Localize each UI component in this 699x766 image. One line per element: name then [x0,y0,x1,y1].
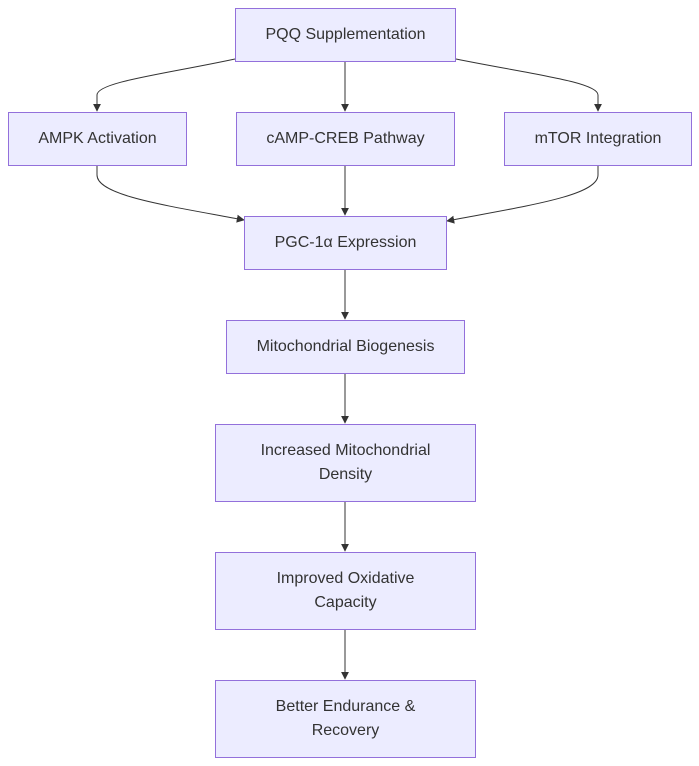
edge-pqq-to-mtor [455,58,602,112]
node-improved-oxidative-capacity: Improved Oxidative Capacity [215,552,476,630]
edge-mtor-to-pgc [446,166,599,224]
node-label: PGC-1α Expression [274,234,417,251]
node-ampk-activation: AMPK Activation [8,112,187,166]
node-camp-creb-pathway: cAMP-CREB Pathway [236,112,455,166]
node-label: cAMP-CREB Pathway [266,130,425,147]
node-increased-mitochondrial-density: Increased Mitochondrial Density [215,424,476,502]
node-label: Improved Oxidative Capacity [276,570,415,611]
node-better-endurance-recovery: Better Endurance & Recovery [215,680,476,758]
node-mtor-integration: mTOR Integration [504,112,692,166]
node-label: Increased Mitochondrial Density [260,442,431,483]
edge-pqq-to-ampk [93,58,236,112]
node-label: AMPK Activation [38,130,157,147]
node-label: Better Endurance & Recovery [275,698,416,739]
node-pgc1a-expression: PGC-1α Expression [244,216,447,270]
node-pqq-supplementation: PQQ Supplementation [235,8,456,62]
node-label: Mitochondrial Biogenesis [256,338,435,355]
node-mitochondrial-biogenesis: Mitochondrial Biogenesis [226,320,465,374]
edge-ampk-to-pgc [96,166,245,223]
node-label: PQQ Supplementation [265,26,426,43]
node-label: mTOR Integration [534,130,662,147]
